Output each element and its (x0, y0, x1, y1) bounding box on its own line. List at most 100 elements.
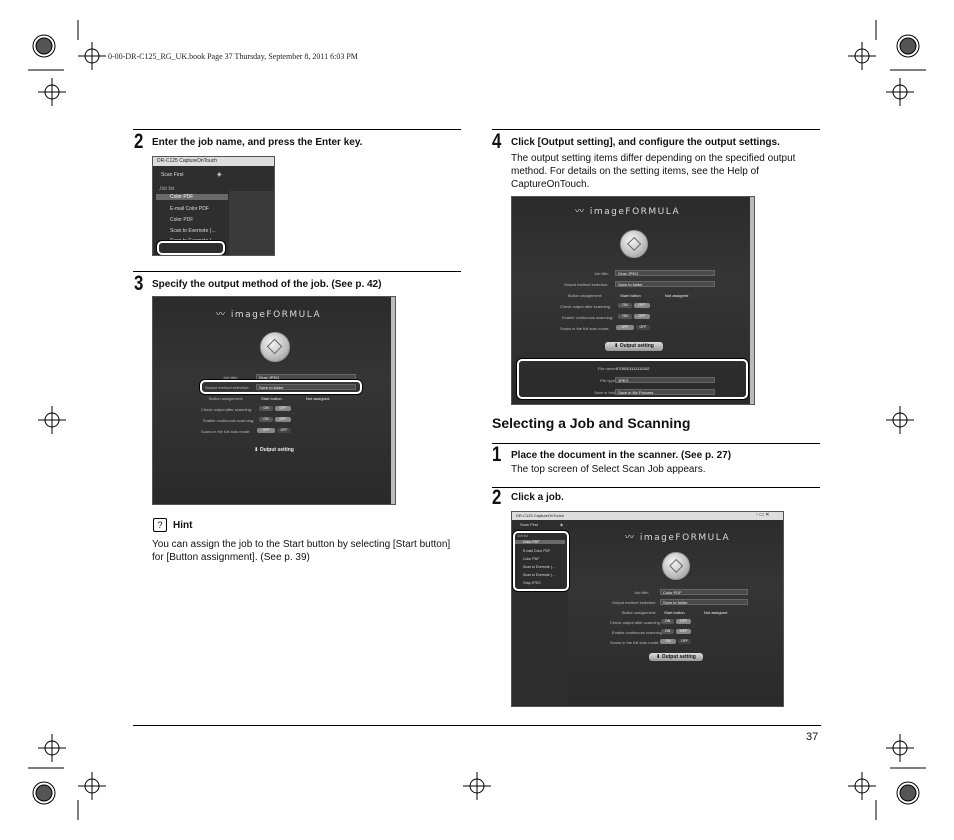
job-item[interactable]: Scan to Evernote (... (523, 573, 555, 577)
check-output-on[interactable]: ON (259, 406, 273, 411)
button-assignment-label: Button assignment: (209, 396, 244, 401)
full-auto-off-2[interactable]: OFF (277, 428, 291, 433)
file-name-label: File name: (598, 366, 617, 371)
screenshot-job-name: DR-C125 CaptureOnTouch Scan First ◈ Job … (152, 156, 275, 256)
step-body: The top screen of Select Scan Job appear… (511, 464, 706, 475)
brand-logo: 〰 imageFORMULA (575, 207, 681, 217)
continuous-label: Enable continuous scanning: (612, 630, 664, 635)
continuous-on[interactable]: ON (259, 417, 273, 422)
full-auto-off-2[interactable]: OFF (636, 325, 650, 330)
brand-logo: 〰 imageFORMULA (216, 310, 322, 320)
step-instruction: Click [Output setting], and configure th… (511, 137, 780, 148)
continuous-off[interactable]: OFF (676, 629, 691, 634)
job-item[interactable]: Scan to Evernote (... (523, 565, 555, 569)
scan-first-label[interactable]: Scan First (161, 172, 184, 178)
job-title-input[interactable]: Gray JPEG (615, 270, 715, 276)
job-list-label: Job list (159, 186, 175, 192)
screenshot-output-setting: 〰 imageFORMULA Job title: Gray JPEG Outp… (511, 196, 755, 405)
step-number: 1 (492, 443, 502, 466)
output-setting-button[interactable]: ⬇ Output setting (605, 342, 663, 351)
new-job-highlight (157, 241, 225, 255)
file-info-header: 0-00-DR-C125_RG_UK.book Page 37 Thursday… (108, 52, 358, 61)
check-output-label: Check output after scanning: (201, 407, 252, 412)
job-item[interactable]: Gray JPEG (523, 581, 541, 585)
job-item[interactable]: Color PDF (515, 540, 565, 544)
full-auto-off[interactable]: OFF (678, 639, 691, 644)
hint-title: Hint (173, 520, 193, 531)
output-method-select[interactable]: Save to folder (256, 384, 356, 390)
continuous-off[interactable]: OFF (275, 417, 291, 422)
settings-icon[interactable]: ◈ (217, 172, 222, 178)
job-item[interactable]: Scan to Evernote (... (170, 228, 216, 234)
check-output-off[interactable]: OFF (275, 406, 291, 411)
job-item[interactable]: E-mail Color PDF (523, 549, 551, 553)
file-type-label: File type: (600, 378, 617, 383)
step-instruction: Place the document in the scanner. (See … (511, 450, 732, 461)
output-method-select[interactable]: Save to folder (615, 281, 715, 287)
step-instruction: Enter the job name, and press the Enter … (152, 137, 363, 148)
full-auto-label: Scans in the full auto mode: (560, 326, 610, 331)
full-auto-label: Scans in the full auto mode: (201, 429, 251, 434)
output-method-label: Output method selection: (612, 600, 657, 605)
continuous-label: Enable continuous scanning: (562, 315, 614, 320)
window-controls[interactable]: ▫ ▭ ✕ (756, 512, 770, 518)
not-assigned-radio[interactable]: Not assigned (704, 610, 728, 615)
job-item[interactable]: Color PDF (156, 194, 228, 200)
scan-first-label[interactable]: Scan First (520, 522, 539, 527)
job-item[interactable]: Color PDF (523, 557, 540, 561)
not-assigned-radio[interactable]: Not assigned (306, 396, 330, 401)
check-output-label: Check output after scanning: (560, 304, 611, 309)
check-output-on[interactable]: ON (661, 619, 674, 624)
step-number: 2 (134, 130, 144, 153)
footer-rule (133, 725, 821, 726)
output-method-select[interactable]: Save to folder (660, 599, 748, 605)
step-number: 4 (492, 130, 502, 153)
brand-logo: 〰 imageFORMULA (625, 533, 731, 543)
hint-icon: ? (153, 518, 167, 532)
continuous-on[interactable]: ON (661, 629, 674, 634)
check-output-off[interactable]: OFF (676, 619, 691, 624)
job-title-input[interactable]: Gray JPEG (256, 374, 356, 380)
job-title-label: Job title: (594, 271, 609, 276)
full-auto-off[interactable]: OFF (257, 428, 275, 433)
job-item[interactable]: Color PDF (170, 217, 194, 223)
job-title-label: Job title: (634, 590, 649, 595)
file-name-value[interactable]: 0709201111111102 (616, 366, 650, 371)
start-scan-button[interactable] (260, 332, 290, 362)
save-to-select[interactable]: Save in My Pictures (615, 389, 715, 395)
job-title-input[interactable]: Color PDF (660, 589, 748, 595)
page-number: 37 (806, 731, 819, 743)
output-method-label: Output method selection: (205, 385, 250, 390)
full-auto-label: Scans in the full auto mode: (610, 640, 660, 645)
check-output-off[interactable]: OFF (634, 303, 650, 308)
continuous-on[interactable]: ON (618, 314, 632, 319)
start-scan-button[interactable] (620, 230, 648, 258)
check-output-label: Check output after scanning: (610, 620, 661, 625)
settings-icon[interactable]: ◈ (560, 522, 564, 527)
full-auto-on[interactable]: ON (660, 639, 676, 644)
start-scan-button[interactable] (662, 552, 690, 580)
hint-text: You can assign the job to the Start butt… (152, 539, 451, 563)
job-list-highlight (513, 531, 569, 591)
file-type-select[interactable]: JPEG (615, 377, 715, 383)
button-assignment-label: Button assignment: (568, 293, 603, 298)
output-setting-button[interactable]: ⬇ Output setting (254, 447, 294, 453)
job-item[interactable]: E-mail Color PDF (170, 206, 209, 212)
window-title: DR-C125 CaptureOnTouch (516, 513, 565, 518)
start-button-radio[interactable]: Start button (620, 293, 641, 298)
step-body: The output setting items differ dependin… (511, 153, 796, 190)
full-auto-off[interactable]: OFF (616, 325, 634, 330)
start-button-radio[interactable]: Start button (261, 396, 282, 401)
step-instruction: Specify the output method of the job. (S… (152, 279, 382, 290)
continuous-off[interactable]: OFF (634, 314, 650, 319)
output-method-highlight (200, 380, 362, 394)
output-setting-button[interactable]: ⬇ Output setting (649, 653, 703, 661)
not-assigned-radio[interactable]: Not assigned (665, 293, 689, 298)
check-output-on[interactable]: ON (618, 303, 632, 308)
window-title: DR-C125 CaptureOnTouch (157, 158, 218, 164)
screenshot-click-job: DR-C125 CaptureOnTouch ▫ ▭ ✕ Scan First … (511, 511, 784, 707)
button-assignment-label: Button assignment: (622, 610, 657, 615)
start-button-radio[interactable]: Start button (664, 610, 685, 615)
save-to-label: Save in folder: (594, 390, 620, 395)
section-title: Selecting a Job and Scanning (492, 415, 691, 431)
